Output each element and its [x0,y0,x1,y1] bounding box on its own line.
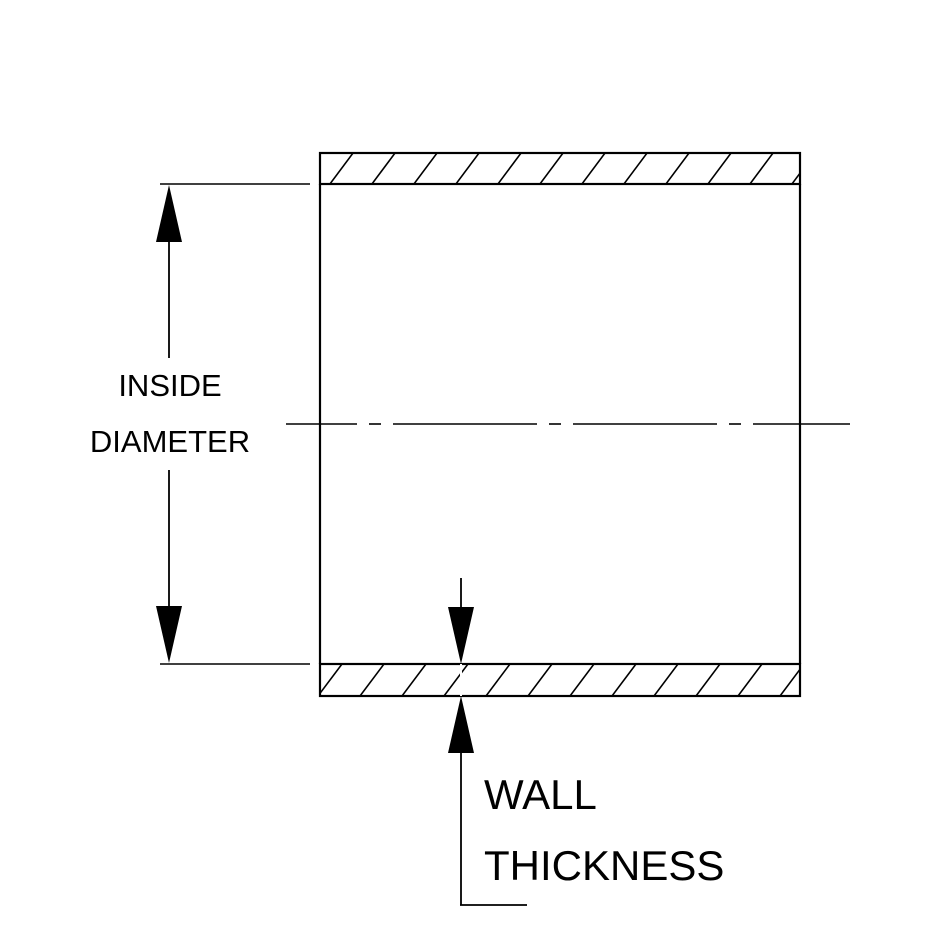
wall-thickness-arrow-down [448,607,474,664]
bottom-wall-hatching [320,664,800,696]
top-wall-hatching [328,153,800,184]
wall-thickness-dimension: WALL THICKNESS [448,578,724,906]
wall-thickness-label-line2: THICKNESS [484,842,724,889]
bottom-wall [318,662,802,698]
inside-diameter-dimension: INSIDE DIAMETER [90,183,310,665]
inside-diameter-label-line2: DIAMETER [90,424,250,459]
inside-diameter-label-line1: INSIDE [118,368,221,403]
top-wall-outline [318,151,802,186]
wall-thickness-arrow-up [448,696,474,753]
wall-thickness-label-line1: WALL [484,771,597,818]
inside-diameter-arrow-down [156,606,182,663]
inside-diameter-arrow-up [156,185,182,242]
top-wall [318,151,802,186]
bottom-wall-outline [318,662,802,698]
